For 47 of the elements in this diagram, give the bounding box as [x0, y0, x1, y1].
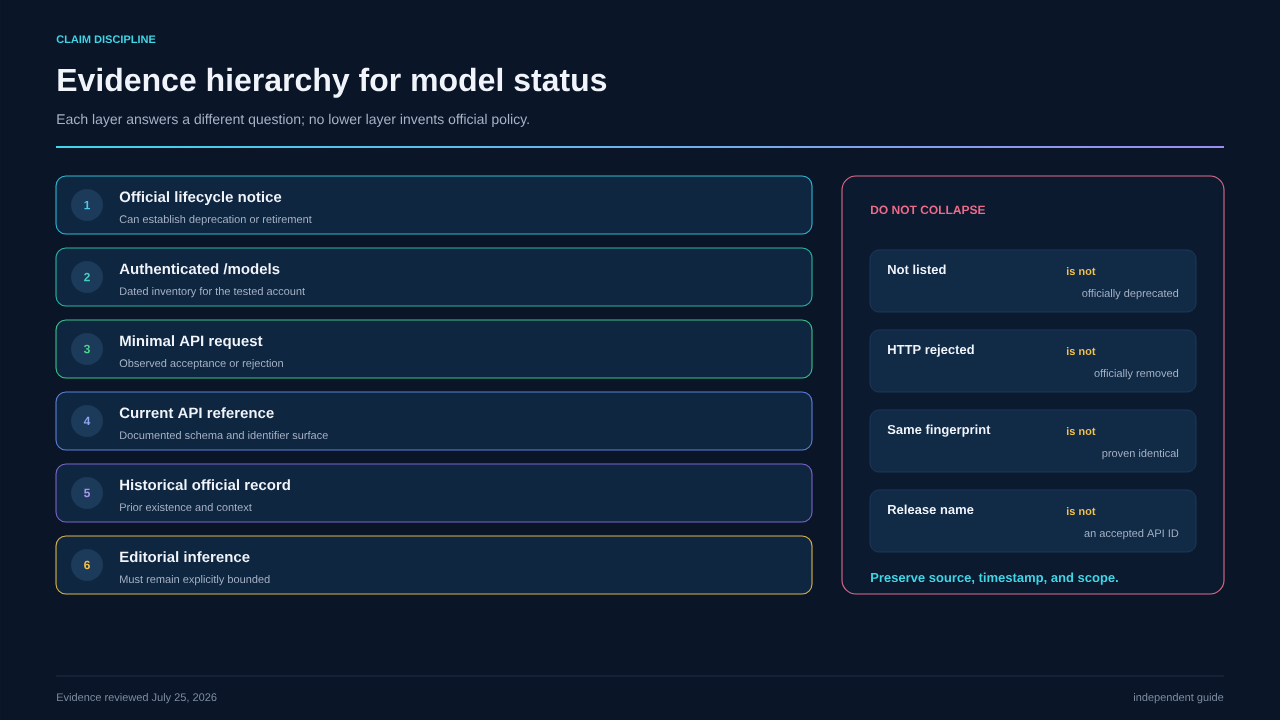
eyebrow-label: CLAIM DISCIPLINE [56, 35, 156, 44]
card-description: Must remain explicitly bounded [120, 575, 270, 586]
footer-note: independent guide [1134, 693, 1224, 704]
qualifier-text: is not [1066, 347, 1096, 356]
panel-heading: DO NOT COLLAPSE [871, 205, 986, 215]
card-title: Current API reference [119, 407, 274, 419]
card-description: Observed acceptance or rejection [119, 359, 283, 370]
card-title: Minimal API request [120, 335, 263, 350]
card-description: Dated inventory for the tested account [120, 287, 305, 298]
comparison-card [869, 249, 1197, 313]
layer-card [55, 319, 813, 379]
card-title: Historical official record [120, 479, 290, 491]
subtitle: Each layer answers a different question; no lower layer invents official policy. [57, 113, 529, 127]
layer-card [55, 391, 813, 451]
comparison-card [869, 409, 1197, 473]
card-title: Authenticated /models [119, 263, 280, 275]
layer-card [55, 535, 813, 595]
conclusion-text: an accepted API ID [1084, 529, 1179, 540]
panel-note: Preserve source, timestamp, and scope. [871, 572, 1118, 585]
card-title: Editorial inference [120, 551, 250, 563]
claim-text: Same fingerprint [887, 424, 991, 437]
claim-text: Not listed [888, 264, 946, 275]
card-title: Official lifecycle notice [119, 191, 282, 206]
layer-card [55, 175, 813, 235]
qualifier-text: is not [1066, 427, 1096, 436]
number-badge: 6 [71, 549, 103, 581]
layer-card [55, 463, 813, 523]
number-badge: 3 [71, 333, 103, 365]
conclusion-text: proven identical [1102, 449, 1179, 460]
number-badge: 5 [71, 477, 103, 509]
card-description: Documented schema and identifier surface [120, 431, 328, 440]
number-badge: 2 [71, 261, 103, 293]
number-badge: 1 [71, 189, 103, 221]
layer-card [55, 247, 813, 307]
comparison-card [869, 489, 1197, 553]
claim-text: Release name [888, 504, 974, 515]
footer-note: Evidence reviewed July 25, 2026 [57, 693, 217, 704]
claim-text: HTTP rejected [888, 344, 974, 357]
conclusion-text: officially removed [1094, 369, 1179, 380]
title: Evidence hierarchy for model status [58, 67, 607, 98]
comparison-card [869, 329, 1197, 393]
qualifier-text: is not [1066, 507, 1096, 516]
number-badge: 4 [71, 405, 103, 437]
card-description: Can establish deprecation or retirement [119, 215, 312, 226]
qualifier-text: is not [1066, 267, 1096, 276]
card-description: Prior existence and context [120, 503, 252, 512]
conclusion-text: officially deprecated [1082, 289, 1179, 300]
